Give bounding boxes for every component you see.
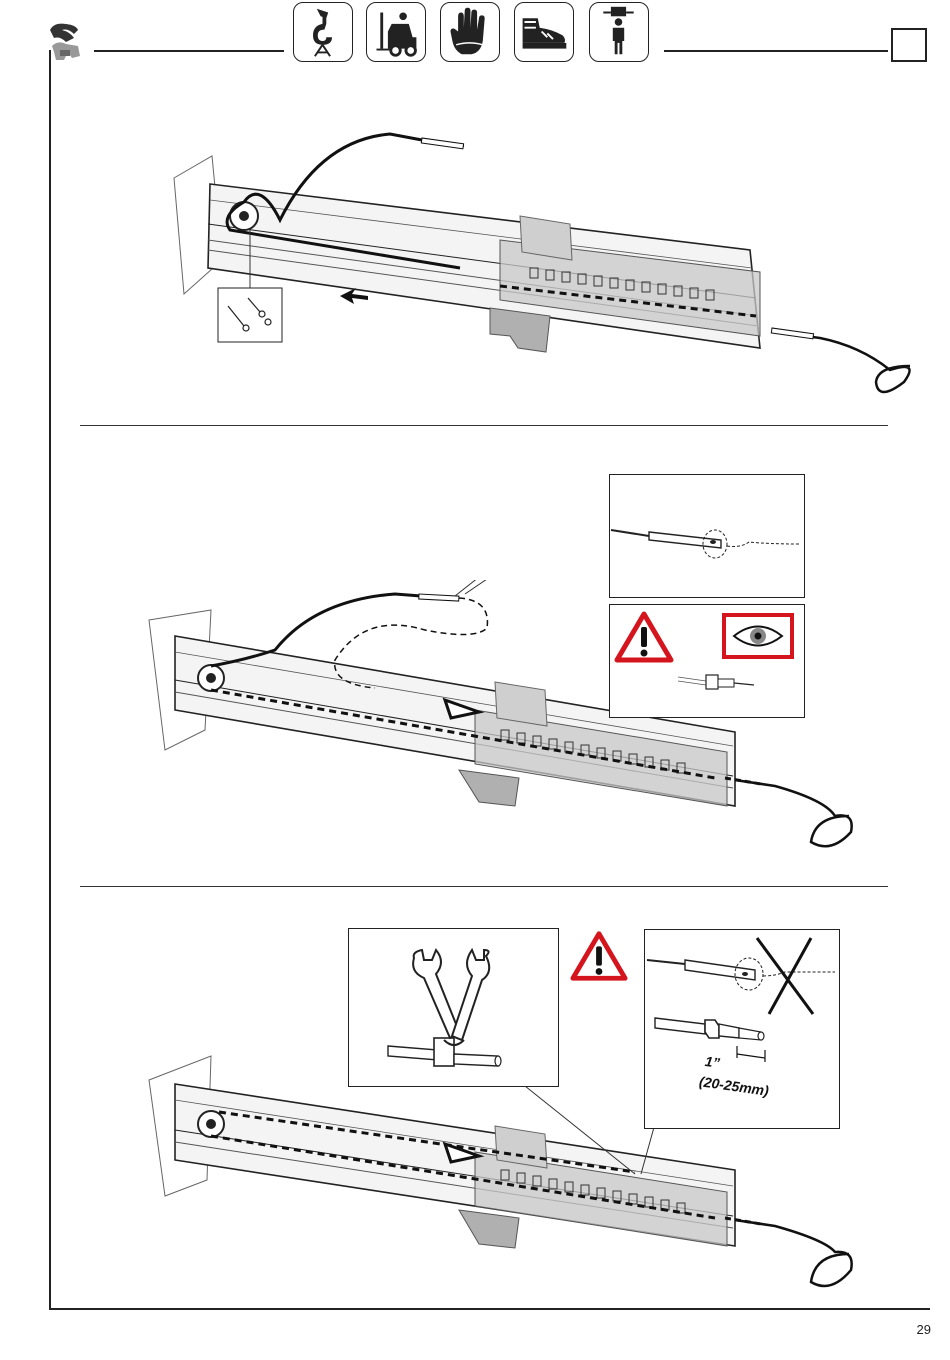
fitting-thumbnail [676, 667, 756, 697]
eye-icon [722, 613, 794, 659]
measurement-millimeters: (20-25mm) [698, 1073, 770, 1099]
carriage-bracket [459, 770, 519, 806]
header-rule-left [94, 50, 284, 52]
header-rule-right [664, 50, 888, 52]
cable-end-detail [609, 474, 805, 598]
cable-tail [774, 332, 910, 392]
page-number: 29 [917, 1322, 931, 1337]
protective-gloves-icon [440, 2, 500, 62]
inspection-warning-panel [609, 604, 805, 718]
measurement-detail: 1” (20-25mm) [644, 929, 840, 1129]
incorrect-fitting [645, 930, 841, 1020]
wrench-detail [348, 928, 560, 1088]
carriage-bracket [459, 1210, 519, 1248]
step1-illustration [160, 120, 920, 410]
section-divider-2 [80, 886, 888, 887]
safety-shoes-icon [514, 2, 574, 62]
frame-left [49, 50, 51, 1310]
completion-checkbox[interactable] [891, 28, 927, 62]
lifting-hook-icon [293, 2, 353, 62]
two-person-lift-icon [589, 2, 649, 62]
correct-fitting [645, 1008, 841, 1068]
carriage-bracket [490, 308, 550, 352]
warning-triangle-icon [614, 611, 674, 663]
forklift-icon [366, 2, 426, 62]
section-divider-1 [80, 425, 888, 426]
warning-triangle-icon [570, 930, 628, 982]
hardware-detail [218, 288, 282, 342]
cable-tail [735, 1220, 852, 1286]
cable-tail [735, 780, 852, 846]
measurement-inches: 1” [704, 1053, 721, 1071]
